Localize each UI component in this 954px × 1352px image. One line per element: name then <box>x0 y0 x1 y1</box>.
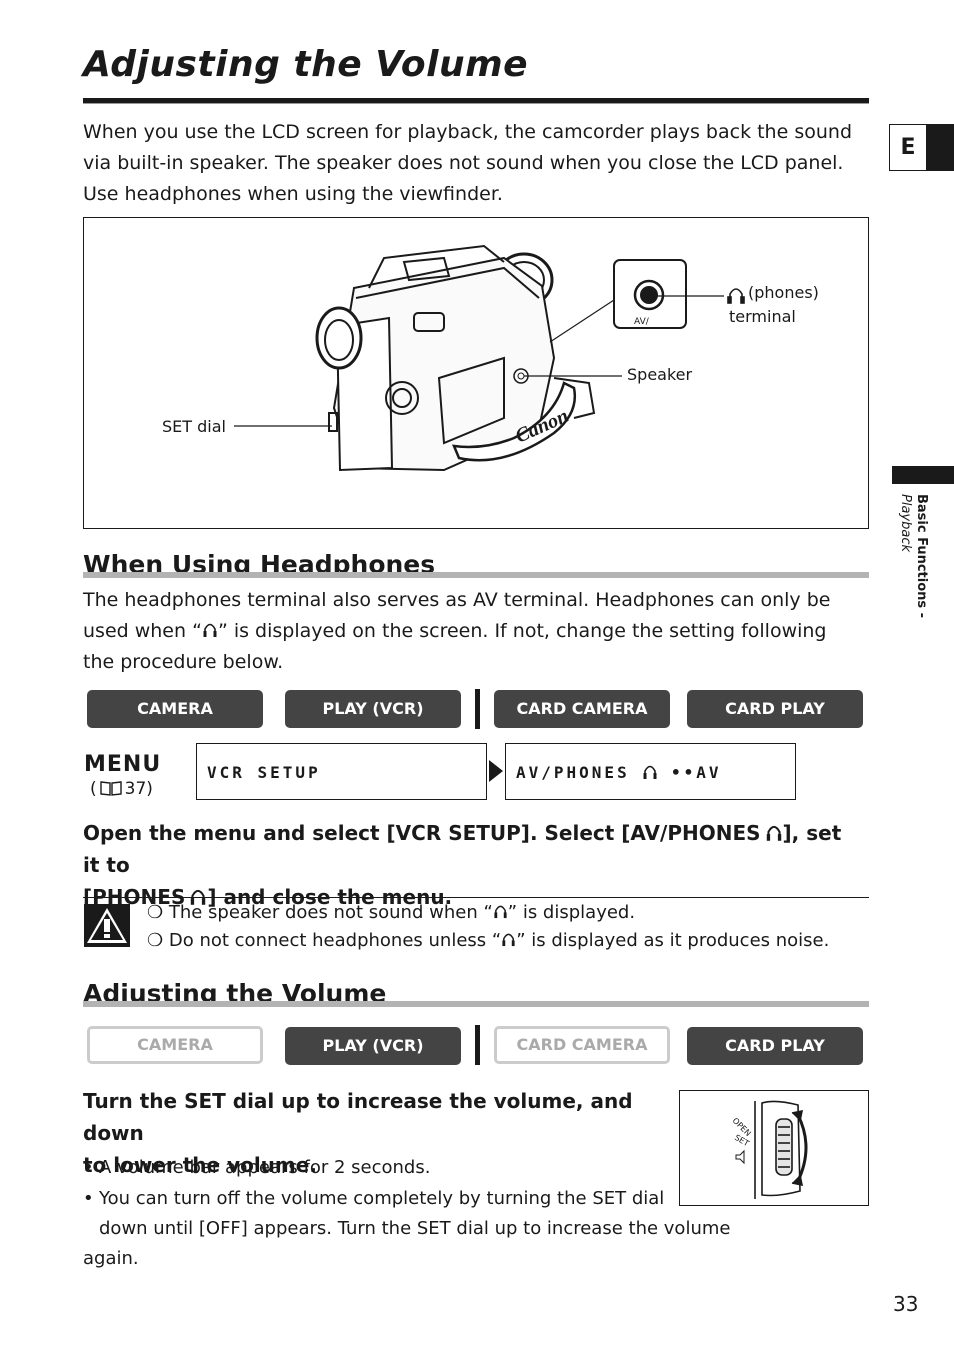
menu-box-av-phones: AV/PHONES ••AV <box>505 743 796 800</box>
camcorder-illustration: Canon AV/ <box>234 244 745 472</box>
mode-play-vcr: PLAY (VCR) <box>285 1027 461 1065</box>
book-icon <box>99 781 122 796</box>
mode-camera: CAMERA <box>87 690 263 728</box>
note-rule <box>83 897 869 898</box>
heading-rule <box>83 1001 869 1007</box>
set-dial-figure: OPEN SET <box>679 1090 869 1206</box>
heading-rule <box>83 572 869 578</box>
headphones-icon <box>494 905 507 919</box>
language-tab-letter: E <box>889 124 927 171</box>
headphones-icon <box>643 765 657 779</box>
language-tab: E <box>889 124 954 171</box>
speaker-label: Speaker <box>627 365 693 384</box>
menu-page-ref: (37) <box>90 779 153 799</box>
note-speaker: ❍ The speaker does not sound when “” is … <box>147 902 636 923</box>
side-subsection: Playback <box>898 494 913 553</box>
menu-instruction: Open the menu and select [VCR SETUP]. Se… <box>83 821 842 909</box>
caution-icon <box>84 904 130 947</box>
section-side-label: Basic Functions - Playback <box>893 494 933 644</box>
headphones-icon <box>766 825 781 841</box>
mode-camera-disabled: CAMERA <box>87 1026 263 1064</box>
headphones-icon <box>502 933 515 947</box>
mode-card-camera: CARD CAMERA <box>494 690 670 728</box>
set-dial-illustration: OPEN SET <box>731 1100 808 1199</box>
camcorder-figure: Canon AV/ (phones) terminal Speaker SET … <box>83 217 869 529</box>
menu-label: MENU <box>84 752 162 777</box>
headphones-icon <box>203 623 217 637</box>
mode-separator <box>475 1025 480 1065</box>
volume-icon <box>735 1149 745 1165</box>
page-number: 33 <box>893 1292 919 1316</box>
headphones-icon <box>191 889 206 905</box>
mode-card-camera-disabled: CARD CAMERA <box>494 1026 670 1064</box>
headphones-paragraph: The headphones terminal also serves as A… <box>83 589 831 673</box>
mode-play-vcr: PLAY (VCR) <box>285 690 461 728</box>
note-noise: ❍ Do not connect headphones unless “” is… <box>147 930 830 951</box>
mode-separator <box>475 689 480 729</box>
terminal-label: terminal <box>729 307 796 326</box>
set-dial-label: SET dial <box>162 417 226 436</box>
mode-card-play: CARD PLAY <box>687 1027 863 1065</box>
av-label: AV/ <box>634 317 650 327</box>
intro-paragraph: When you use the LCD screen for playback… <box>83 121 852 205</box>
menu-box-vcr-setup: VCR SETUP <box>196 743 487 800</box>
volume-instruction: Turn the SET dial up to increase the vol… <box>83 1089 633 1177</box>
side-section: Basic Functions - <box>914 494 929 619</box>
mode-card-play: CARD PLAY <box>687 690 863 728</box>
volume-bullet-1: •A volume bar appears for 2 seconds. <box>83 1157 431 1178</box>
page-title: Adjusting the Volume <box>83 44 529 85</box>
volume-bullet-2: •You can turn off the volume completely … <box>83 1188 731 1269</box>
menu-arrow-icon <box>489 760 503 782</box>
section-marker <box>892 466 954 484</box>
headphones-icon <box>727 288 745 304</box>
phones-label: (phones) <box>748 283 819 302</box>
title-rule <box>83 98 869 104</box>
